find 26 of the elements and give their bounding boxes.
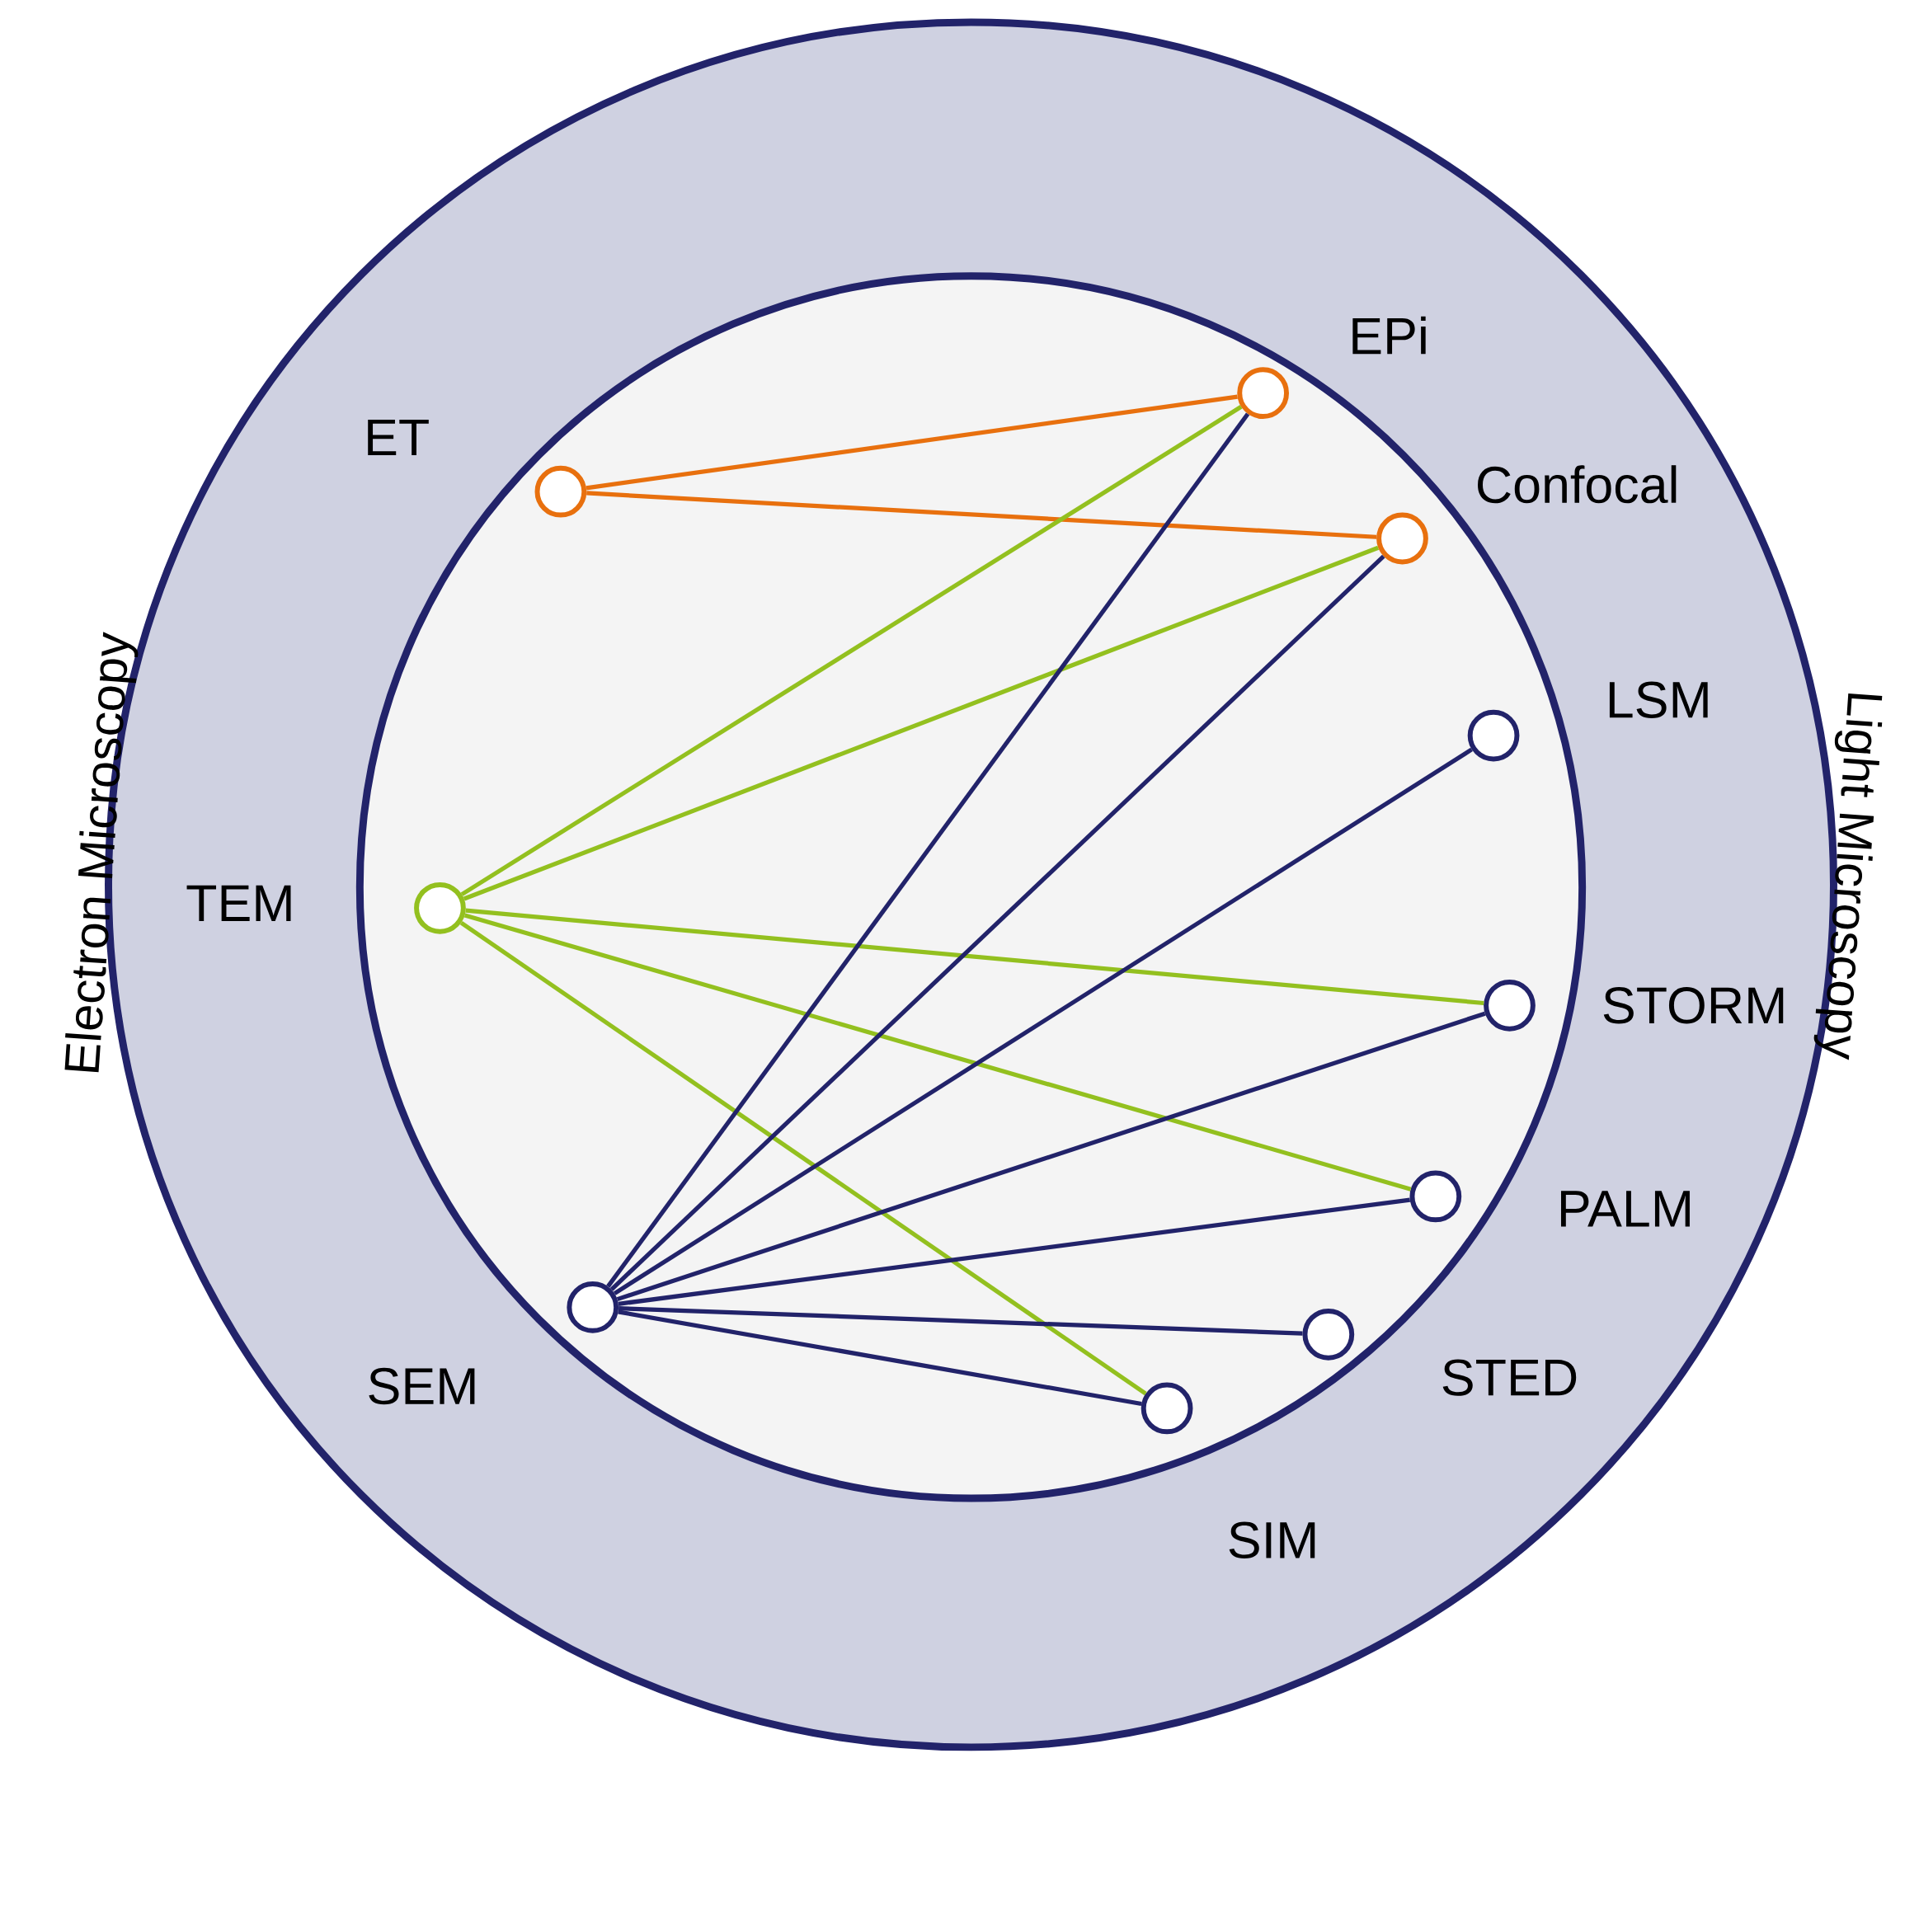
node-label: STORM	[1603, 987, 1784, 1024]
connector-line	[606, 412, 1250, 1288]
node-label: SIM	[1229, 1521, 1315, 1559]
connector-line	[464, 913, 1412, 1192]
band-label: Light Microscopy	[1813, 693, 1883, 1060]
connector-line	[586, 394, 1239, 491]
node-label: LSM	[1610, 681, 1708, 718]
connector-line	[619, 1305, 1303, 1336]
connector-line	[586, 491, 1377, 539]
connector-line	[609, 554, 1385, 1291]
connector-line	[463, 545, 1380, 901]
connector-line	[460, 405, 1243, 896]
node-label: SEM	[369, 1367, 475, 1405]
connector-line	[618, 1197, 1411, 1306]
node-label: PALM	[1561, 1191, 1691, 1227]
node-label: ET	[368, 419, 429, 456]
band-label: Electron Microscopy	[64, 632, 139, 1073]
connector-line	[460, 920, 1147, 1396]
connector-line	[465, 908, 1484, 1006]
node-label: STED	[1442, 1359, 1577, 1396]
node-label: TEM	[186, 885, 291, 921]
connector-line	[614, 747, 1474, 1295]
node-label: Confocal	[1478, 465, 1677, 504]
connector-line	[618, 1309, 1142, 1407]
node-label: EPi	[1352, 316, 1426, 355]
connector-line	[616, 1011, 1486, 1302]
